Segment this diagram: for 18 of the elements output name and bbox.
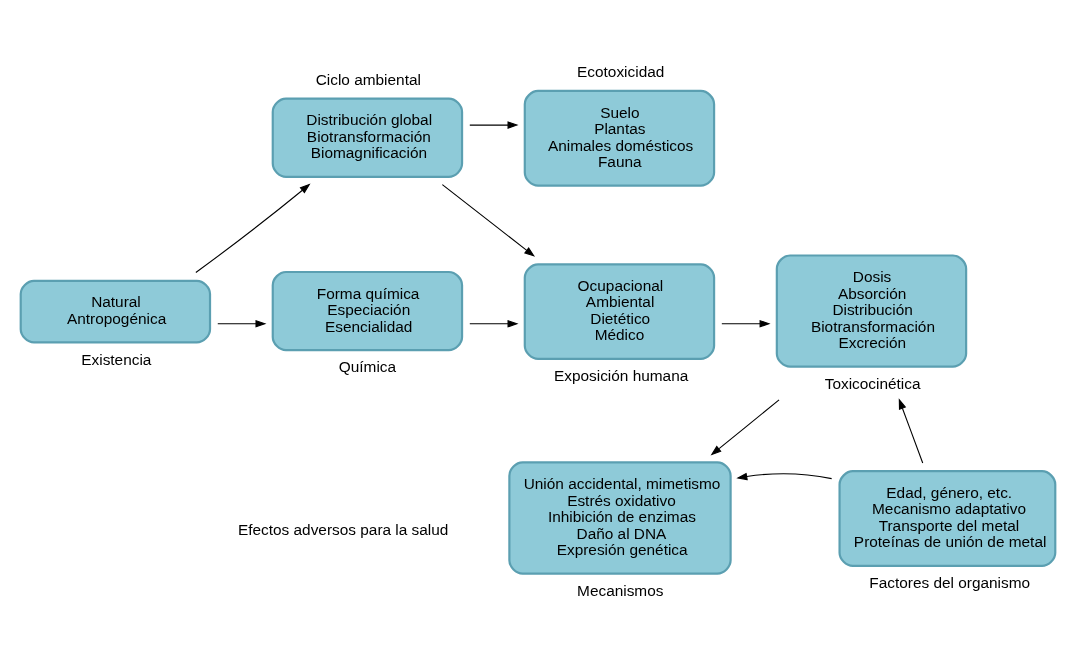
- arrow: [721, 319, 771, 328]
- node-label: Exposición humana: [553, 367, 689, 385]
- arrow: [736, 472, 833, 481]
- node-label: Ciclo ambiental: [315, 70, 421, 88]
- arrow: [217, 319, 267, 328]
- node-label: Toxicocinética: [824, 374, 921, 392]
- arrow: [898, 398, 924, 464]
- arrow: [195, 183, 311, 273]
- arrow: [441, 184, 536, 257]
- node-label: Mecanismos: [577, 581, 664, 599]
- arrow: [710, 399, 780, 456]
- node-label: Química: [338, 358, 397, 376]
- arrow: [469, 121, 519, 129]
- label: Efectos adversos para la salud: [237, 520, 449, 538]
- node-label: Ecotoxicidad: [577, 62, 665, 80]
- node-label: Existencia: [81, 350, 152, 368]
- arrow: [469, 319, 519, 328]
- node-label: Factores del organismo: [869, 574, 1031, 592]
